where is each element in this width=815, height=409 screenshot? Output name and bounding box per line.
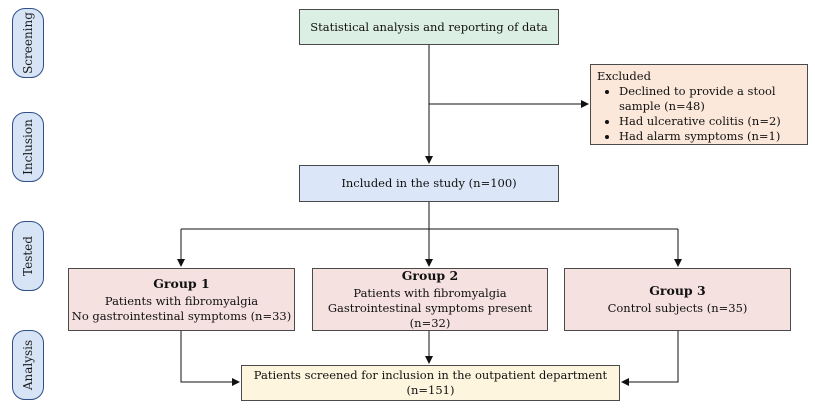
group-2-line2: Gastrointestinal symptoms present (n=32) — [327, 301, 533, 330]
group-3-line1: Control subjects (n=35) — [607, 301, 748, 315]
group-1-line1: Patients with fibromyalgia — [104, 293, 259, 308]
excluded-box: Excluded Declined to provide a stool sam… — [590, 64, 808, 145]
screened-box-text: Patients screened for inclusion in the o… — [253, 368, 608, 397]
excluded-item: Declined to provide a stool sample (n=48… — [619, 84, 801, 114]
group-3-box: Group 3 Control subjects (n=35) — [564, 268, 791, 331]
group-2-title: Group 2 — [401, 268, 459, 283]
stage-tested: Tested — [12, 221, 44, 291]
excluded-item: Had alarm symptoms (n=1) — [619, 129, 801, 144]
top-box: Statistical analysis and reporting of da… — [299, 9, 559, 45]
excluded-list: Declined to provide a stool sample (n=48… — [597, 84, 801, 144]
connector-group3-to-screened — [621, 331, 679, 386]
group-2-box: Group 2 Patients with fibromyalgia Gastr… — [312, 268, 548, 331]
group-2-line1: Patients with fibromyalgia — [353, 286, 507, 300]
group-1-line2: No gastrointestinal symptoms (n=33) — [71, 308, 292, 323]
group-1-box: Group 1 Patients with fibromyalgia No ga… — [68, 268, 295, 331]
excluded-title: Excluded — [597, 69, 651, 83]
excluded-item: Had ulcerative colitis (n=2) — [619, 114, 801, 129]
included-box: Included in the study (n=100) — [299, 165, 559, 202]
included-box-text: Included in the study (n=100) — [341, 176, 517, 190]
stage-inclusion: Inclusion — [12, 112, 44, 182]
group-1-title: Group 1 — [153, 275, 210, 291]
stage-screening: Screening — [12, 8, 44, 78]
screened-box: Patients screened for inclusion in the o… — [241, 365, 620, 401]
connector-group1-to-screened — [180, 331, 240, 386]
stage-analysis: Analysis — [12, 330, 44, 400]
top-box-text: Statistical analysis and reporting of da… — [310, 19, 548, 34]
group-3-title: Group 3 — [649, 283, 706, 298]
